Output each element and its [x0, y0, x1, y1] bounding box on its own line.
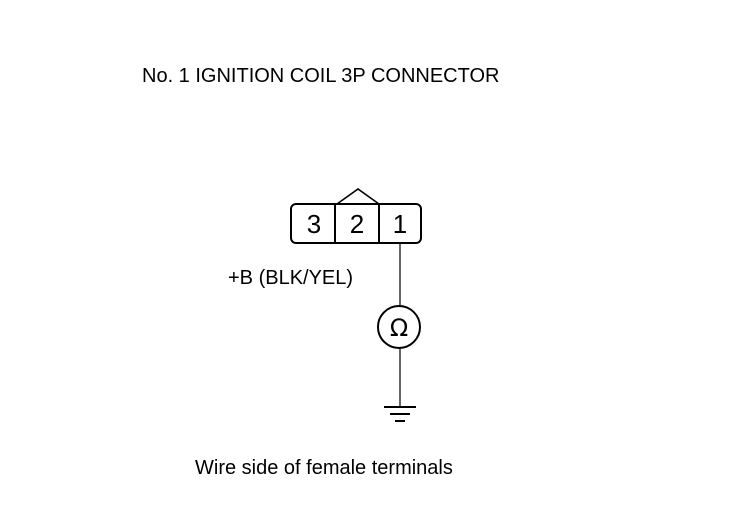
- connector-body: [290, 188, 422, 244]
- ohm-symbol: Ω: [390, 314, 408, 342]
- connector-housing: [290, 203, 422, 244]
- diagram-title: No. 1 IGNITION COIL 3P CONNECTOR: [142, 65, 500, 87]
- ground-icon: [384, 406, 416, 422]
- ohmmeter-icon: Ω: [377, 305, 421, 349]
- pin-1-label: 1: [393, 209, 407, 239]
- connector-key-tab: [336, 188, 380, 205]
- pin-2-label: 2: [350, 209, 364, 239]
- pin-3-label: 3: [307, 209, 321, 239]
- diagram-caption: Wire side of female terminals: [195, 457, 453, 479]
- wire-color-label: +B (BLK/YEL): [228, 267, 354, 289]
